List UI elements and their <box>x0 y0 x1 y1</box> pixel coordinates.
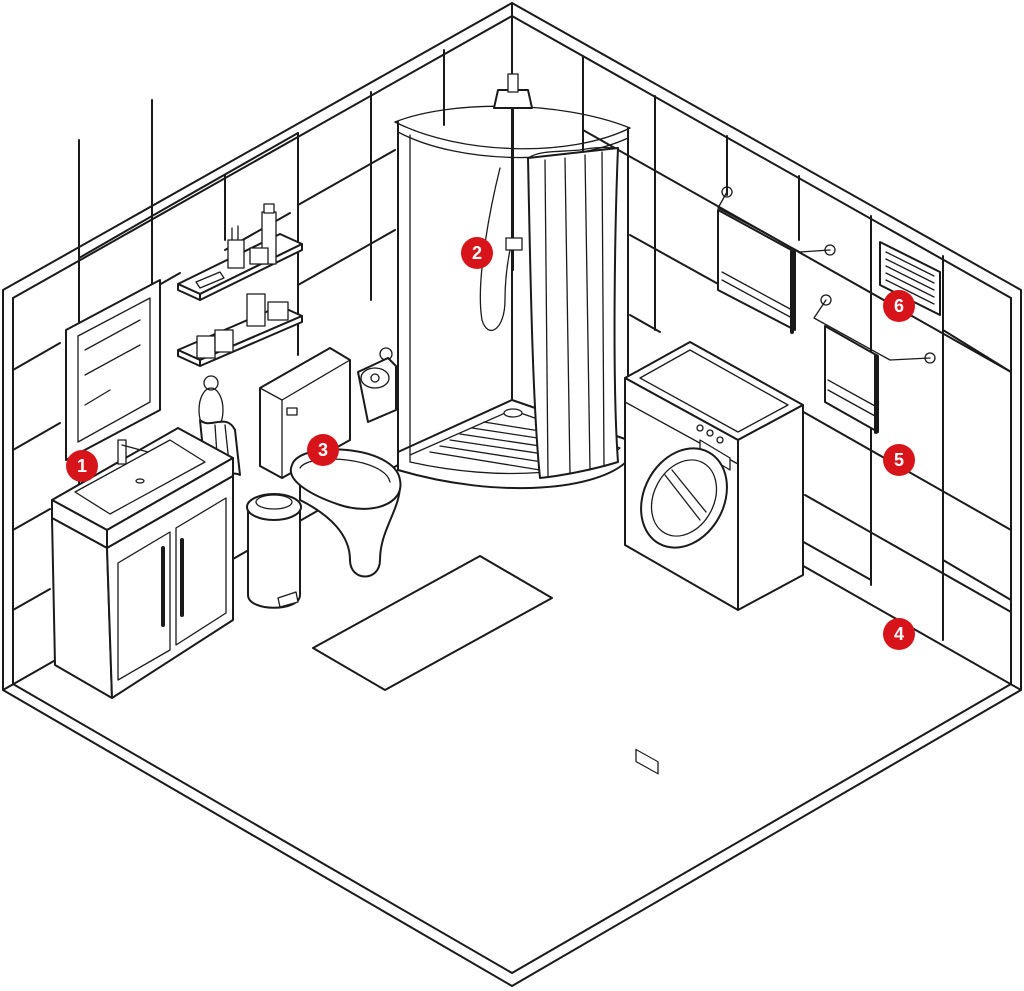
pedal-bin <box>246 493 302 609</box>
marker-label: 1 <box>76 456 87 476</box>
floor-inner-edge <box>12 683 1012 974</box>
marker-label: 4 <box>893 624 904 644</box>
toilet-paper-holder <box>357 347 397 423</box>
mirror <box>65 279 161 461</box>
marker-floor[interactable]: 4 <box>884 619 914 649</box>
marker-label: 3 <box>317 440 328 460</box>
cream-jar <box>246 293 266 327</box>
marker-shower[interactable]: 2 <box>462 238 492 268</box>
marker-label: 2 <box>471 243 482 263</box>
floor-outline <box>2 689 1022 987</box>
flush-button <box>286 407 298 416</box>
soap-box <box>196 335 216 359</box>
towel-rail-upper <box>717 186 836 334</box>
shower-curtain <box>527 147 619 479</box>
marker-vent[interactable]: 6 <box>884 291 914 321</box>
towel-rail-lower <box>813 294 936 434</box>
vanity-unit <box>51 427 234 699</box>
shower-hose <box>479 167 511 332</box>
marker-label: 6 <box>893 296 904 316</box>
marker-label: 5 <box>893 450 904 470</box>
wall-shelves <box>177 203 303 367</box>
shower-enclosure <box>394 73 631 490</box>
marker-toilet[interactable]: 3 <box>308 435 338 465</box>
marker-washbasin[interactable]: 1 <box>67 451 97 481</box>
marker-wall[interactable]: 5 <box>884 445 914 475</box>
left-wall-tiles <box>12 49 445 661</box>
bath-mat <box>312 555 553 691</box>
basin-bowl <box>74 439 206 515</box>
washing-machine <box>624 341 804 775</box>
razor <box>195 271 225 289</box>
shower-head <box>493 89 533 109</box>
faucet <box>117 439 127 465</box>
drain <box>503 408 523 418</box>
toothbrush-cup <box>227 239 245 269</box>
ventilation-grille <box>879 241 941 316</box>
small-jar <box>249 247 269 265</box>
